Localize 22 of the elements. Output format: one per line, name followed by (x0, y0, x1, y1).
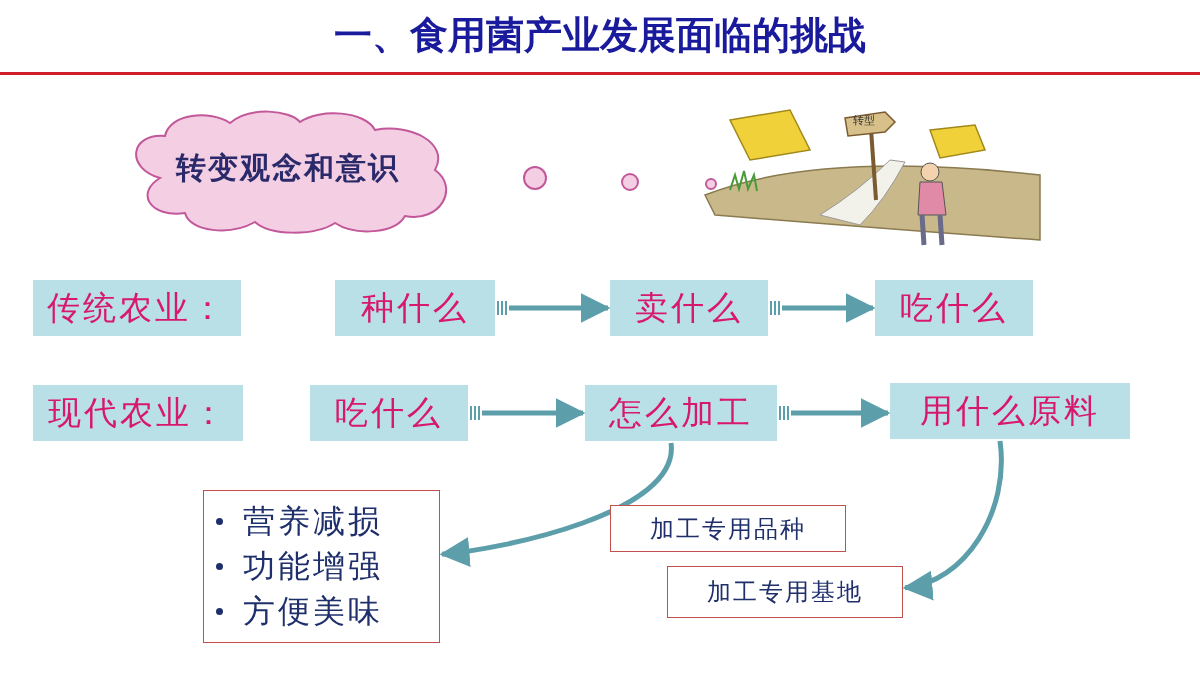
text-box: 传统农业： (33, 280, 241, 336)
text-box: 种什么 (335, 280, 495, 336)
text-box: 加工专用品种 (610, 505, 846, 552)
bullet-list-box (203, 490, 440, 643)
text-box: 加工专用基地 (667, 566, 903, 618)
text-box: 吃什么 (310, 385, 468, 441)
text-box: 吃什么 (875, 280, 1033, 336)
list-item: 营养减损 (243, 500, 383, 542)
text-box: 怎么加工 (585, 385, 777, 441)
arrow (482, 398, 586, 428)
text-box: 现代农业： (33, 385, 243, 441)
text-box: 用什么原料 (890, 383, 1130, 439)
arrow (902, 440, 1004, 598)
list-item: 功能增强 (243, 545, 383, 587)
signpost-label: 转型 (853, 114, 875, 128)
text-box: 卖什么 (610, 280, 768, 336)
list-item: 方便美味 (243, 590, 383, 632)
arrow (782, 293, 876, 323)
arrow (791, 398, 891, 428)
title: 一、食用菌产业发展面临的挑战 (333, 12, 867, 59)
arrow (439, 442, 674, 567)
arrow (509, 293, 611, 323)
